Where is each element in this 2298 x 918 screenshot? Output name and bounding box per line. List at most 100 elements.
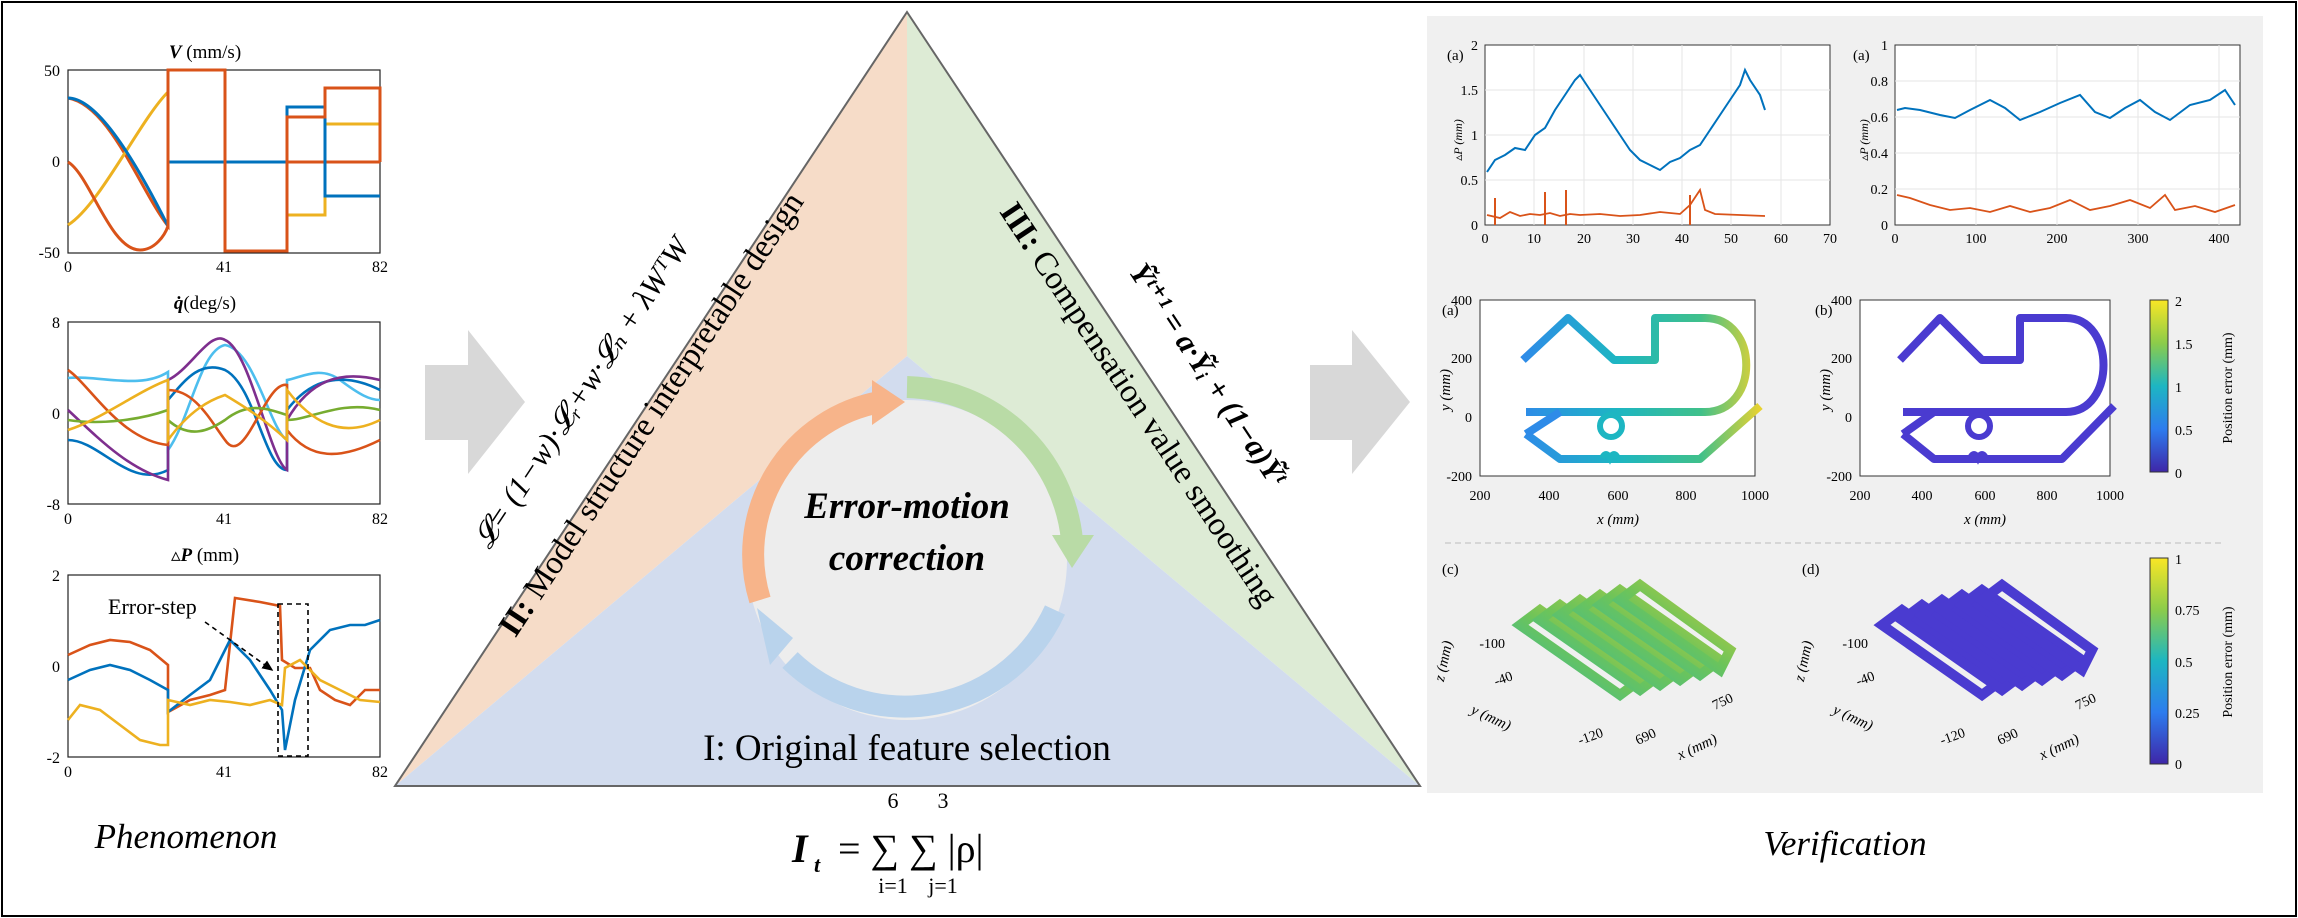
plot-v-xtick-2: 82: [372, 259, 388, 276]
core-label-line1: Error-motion: [803, 486, 1010, 527]
svg-text:-100: -100: [1479, 637, 1505, 652]
svg-text:(a): (a): [1853, 48, 1870, 64]
svg-text:0: 0: [2175, 467, 2182, 482]
svg-text:y (mm): y (mm): [1438, 369, 1454, 413]
svg-text:0.25: 0.25: [2175, 707, 2200, 722]
plot-top-a1: (a) 2 1.5 1 0.5 0 0 10 20 30 40 50 60 70…: [1447, 39, 1837, 247]
left-panel: V (mm/s) 50 0 -50 0 41 82 q̇(deg/s) 8 0 …: [39, 42, 388, 856]
plot-trajectory-a: (a) 400 200 0 -200 200 400 600 800 1000 …: [1438, 294, 1769, 528]
colorbar-top: 2 1.5 1 0.5 0 Position error (mm): [2149, 295, 2236, 482]
svg-text:600: 600: [1608, 489, 1629, 504]
plot-top-a2: (a) 1 0.8 0.6 0.4 0.2 0 0 100 200 300 40…: [1853, 39, 2241, 247]
svg-text:2: 2: [1471, 39, 1478, 54]
svg-text:100: 100: [1966, 232, 1987, 247]
svg-text:200: 200: [2047, 232, 2068, 247]
svg-text:0.5: 0.5: [1461, 174, 1479, 189]
colorbar-bottom: 1 0.75 0.5 0.25 0 Position error (mm): [2149, 553, 2236, 773]
central-triangle: Error-motion correction II: Model struct…: [393, 10, 1422, 787]
svg-text:(a): (a): [1447, 48, 1464, 64]
svg-text:y (mm): y (mm): [1818, 369, 1834, 413]
plot-p-xtick-1: 41: [216, 764, 232, 781]
svg-text:60: 60: [1774, 232, 1788, 247]
svg-text:0.2: 0.2: [1871, 183, 1889, 198]
svg-text:200: 200: [1850, 489, 1871, 504]
svg-text:300: 300: [2128, 232, 2149, 247]
svg-text:0: 0: [1482, 232, 1489, 247]
svg-text:0: 0: [2175, 758, 2182, 773]
svg-text:x (mm): x (mm): [1596, 512, 1639, 528]
plot-v-xtick-0: 0: [64, 259, 72, 276]
plot-q-ytick-mid: 0: [52, 406, 60, 423]
feature-index-formula: I t = ∑ ∑ |ρ| 6 i=1 3 j=1: [791, 788, 984, 898]
error-step-annotation: Error-step: [108, 594, 197, 619]
plot-v-ytick-top: 50: [44, 63, 60, 80]
svg-text:0.8: 0.8: [1871, 75, 1889, 90]
svg-text:400: 400: [1451, 294, 1472, 309]
svg-text:j=1: j=1: [927, 873, 958, 898]
svg-text:0: 0: [1881, 219, 1888, 234]
svg-text:0: 0: [1465, 411, 1472, 426]
plot-p-ytick-top: 2: [52, 568, 60, 585]
svg-text:200: 200: [1451, 352, 1472, 367]
svg-text:1000: 1000: [1741, 489, 1769, 504]
plot-p-ytick-mid: 0: [52, 659, 60, 676]
svg-text:q̇(deg/s): q̇(deg/s): [174, 293, 236, 314]
svg-text:200: 200: [1470, 489, 1491, 504]
svg-text:x (mm): x (mm): [1963, 512, 2006, 528]
plot-v-title-unit: (mm/s): [182, 42, 242, 63]
svg-text:Position error (mm): Position error (mm): [2221, 332, 2236, 444]
side-i-text: I: Original feature selection: [703, 728, 1111, 769]
svg-text:1.5: 1.5: [2175, 338, 2193, 353]
right-flow-arrow: [1310, 330, 1410, 474]
plot-p-xtick-0: 0: [64, 764, 72, 781]
verification-caption: Verification: [1763, 824, 1926, 863]
plot-q-ytick-top: 8: [52, 315, 60, 332]
svg-text:400: 400: [1831, 294, 1852, 309]
svg-text:30: 30: [1626, 232, 1640, 247]
plot-q-xtick-1: 41: [216, 511, 232, 528]
svg-text:20: 20: [1577, 232, 1591, 247]
svg-text:0: 0: [1892, 232, 1899, 247]
svg-text:-200: -200: [1446, 470, 1472, 485]
plot-v-ytick-mid: 0: [52, 154, 60, 171]
plot-q-title-symbol: q̇: [174, 293, 184, 314]
svg-text:= ∑ ∑ |ρ|: = ∑ ∑ |ρ|: [838, 826, 984, 871]
plot-v-title-symbol: V: [169, 42, 183, 63]
svg-text:1000: 1000: [2096, 489, 2124, 504]
svg-text:800: 800: [2037, 489, 2058, 504]
svg-text:-40: -40: [1492, 669, 1515, 689]
svg-text:I: I: [791, 826, 809, 871]
plot-p-ytick-bot: -2: [47, 750, 60, 767]
svg-text:1: 1: [1881, 39, 1888, 54]
svg-text:i=1: i=1: [878, 873, 908, 898]
svg-text:70: 70: [1823, 232, 1837, 247]
plot-p-title-unit: (mm): [192, 545, 239, 566]
svg-text:Position error (mm): Position error (mm): [2221, 606, 2236, 718]
svg-text:(a): (a): [1442, 303, 1459, 319]
left-flow-arrow: [425, 330, 525, 474]
svg-text:600: 600: [1975, 489, 1996, 504]
svg-text:2: 2: [2175, 295, 2182, 310]
svg-text:▵P (mm): ▵P (mm): [171, 545, 239, 566]
right-panel: (a) 2 1.5 1 0.5 0 0 10 20 30 40 50 60 70…: [1427, 16, 2263, 863]
svg-text:0.4: 0.4: [1871, 147, 1889, 162]
plot-v-ytick-bot: -50: [39, 245, 60, 262]
svg-text:-200: -200: [1826, 470, 1852, 485]
svg-text:1: 1: [1471, 129, 1478, 144]
svg-text:200: 200: [1831, 352, 1852, 367]
plot-q-title-unit: (deg/s): [183, 293, 236, 314]
svg-text:-40: -40: [1854, 669, 1877, 689]
svg-text:V (mm/s): V (mm/s): [169, 42, 241, 63]
svg-text:(b): (b): [1815, 303, 1833, 319]
plot-q-ytick-bot: -8: [47, 497, 60, 514]
svg-text:400: 400: [1539, 489, 1560, 504]
svg-text:400: 400: [1912, 489, 1933, 504]
svg-text:0: 0: [1845, 411, 1852, 426]
svg-text:-100: -100: [1842, 637, 1868, 652]
svg-text:(d): (d): [1802, 562, 1820, 578]
phenomenon-caption: Phenomenon: [94, 817, 278, 856]
svg-text:3: 3: [938, 788, 949, 813]
plot-q-xtick-2: 82: [372, 511, 388, 528]
